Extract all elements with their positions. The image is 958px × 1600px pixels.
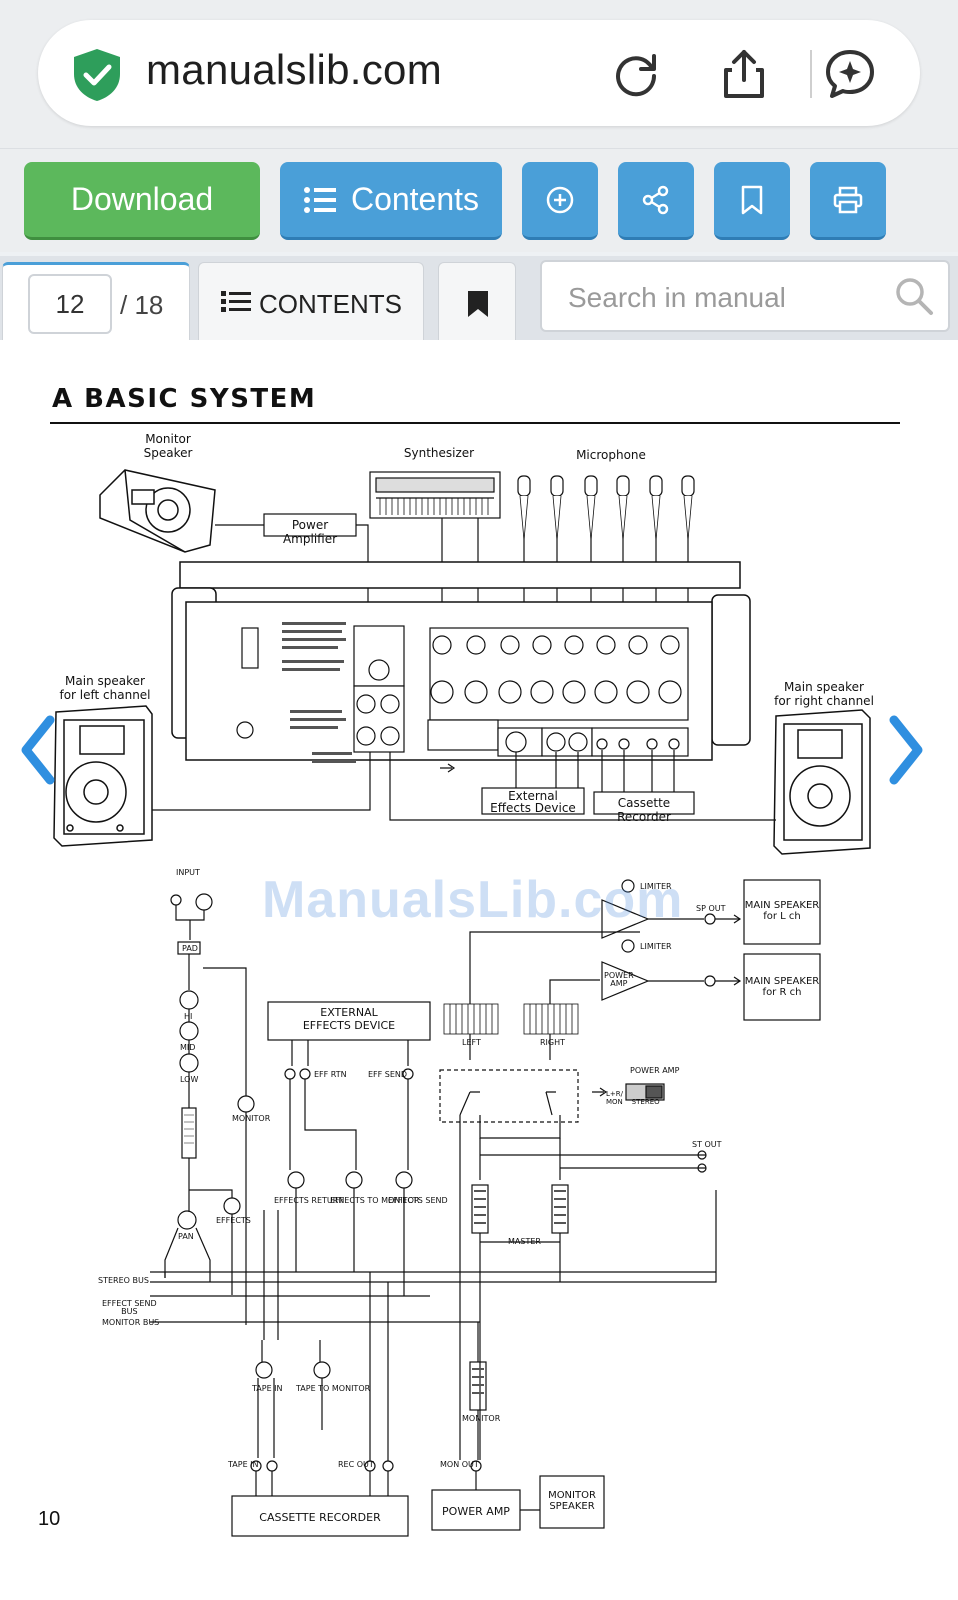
mon-out-label: MON OUT [440, 1460, 479, 1469]
tape-in-knob-label: TAPE IN [252, 1384, 283, 1393]
page-total: / 18 [120, 290, 164, 320]
manual-page: A BASIC SYSTEM [0, 340, 958, 1600]
printer-icon [833, 186, 863, 213]
search-icon[interactable] [894, 276, 934, 316]
download-button[interactable]: Download [24, 162, 260, 240]
monitor-speaker-label: Monitor Speaker [143, 432, 193, 460]
next-page-icon[interactable] [880, 710, 930, 790]
print-button[interactable] [810, 162, 886, 240]
hi-label: HI [184, 1012, 193, 1021]
watermark: ManualsLib.com [262, 871, 684, 929]
limiter-label-l: LIMITER [640, 882, 672, 891]
tab-bookmarks[interactable] [438, 262, 516, 342]
add-button[interactable] [522, 162, 598, 240]
microphones-drawing [517, 475, 695, 632]
power-amp-switch-label: POWER AMP [630, 1066, 680, 1075]
contents-label: Contents [350, 181, 480, 217]
right-eq-label: RIGHT [540, 1038, 566, 1047]
effects-send-label: EFFECTS SEND [388, 1196, 448, 1205]
monitor-knob-label: MONITOR [232, 1114, 271, 1123]
right-speaker-drawing [773, 709, 871, 855]
stereo-arrow [440, 763, 456, 773]
main-speaker-l-label: MAIN SPEAKER for L ch [744, 900, 820, 922]
page-number: 10 [38, 1508, 61, 1530]
assistant-chat-icon[interactable] [822, 46, 878, 102]
contents-tab-label: CONTENTS [259, 289, 402, 319]
rec-out-label: REC OUT [338, 1460, 374, 1469]
bookmark-filled-icon [468, 291, 488, 317]
input-label: INPUT [176, 868, 200, 877]
master-label: MASTER [508, 1237, 541, 1246]
ext-effects-device-label: EXTERNAL EFFECTS DEVICE [302, 1006, 396, 1032]
url-text[interactable]: manualslib.com [146, 46, 442, 93]
pan-label: PAN [178, 1232, 194, 1241]
main-right-label: Main speaker for right channel [774, 680, 874, 708]
external-effects-box [481, 787, 585, 815]
basic-system-illustration [53, 469, 871, 855]
synthesizer-drawing [369, 471, 501, 519]
share-icon[interactable] [716, 46, 772, 102]
effect-send-bus-label: EFFECT SEND BUS [102, 1299, 157, 1316]
bookmark-button[interactable] [714, 162, 790, 240]
mid-label: MID [180, 1043, 196, 1052]
plus-circle-icon [546, 186, 574, 213]
contents-button[interactable]: Contents [280, 162, 502, 240]
reload-icon[interactable] [608, 46, 664, 102]
microphone-label: Microphone [576, 448, 646, 462]
previous-page-icon[interactable] [14, 710, 64, 790]
low-label: LOW [180, 1075, 199, 1084]
main-left-label: Main speaker for left channel [59, 674, 151, 702]
page-title: A BASIC SYSTEM [52, 384, 317, 414]
cassette-recorder-box [593, 791, 695, 815]
bookmark-outline-icon [741, 185, 763, 214]
shield-check-icon [74, 49, 120, 101]
tape-in-jack-label: TAPE IN [228, 1460, 259, 1469]
mixer-panel-text [282, 622, 356, 763]
left-eq-label: LEFT [462, 1038, 481, 1047]
left-speaker-drawing [53, 705, 153, 847]
limiter-label-r: LIMITER [640, 942, 672, 951]
search-input[interactable]: Search in manual [540, 260, 950, 332]
monitor-speaker-drawing [99, 469, 216, 553]
eff-send-label: EFF SEND [368, 1070, 408, 1079]
list-icon [221, 291, 251, 312]
pad-label: PAD [182, 944, 198, 953]
toolbar-separator [810, 50, 812, 98]
mon-stereo-label: L+R/ MON STEREO [606, 1090, 660, 1106]
external-effects-label: External Effects Device [490, 789, 576, 815]
browser-chrome: manualslib.com [0, 0, 958, 148]
share-button[interactable] [618, 162, 694, 240]
power-amp-box-label: POWER AMP [442, 1505, 510, 1518]
block-fader-marks [472, 1190, 566, 1394]
stereo-bus-label: STEREO BUS [98, 1276, 149, 1285]
list-icon [303, 186, 336, 213]
main-speaker-r-label: MAIN SPEAKER for R ch [744, 976, 820, 998]
monitor-bus-label: MONITOR BUS [102, 1318, 160, 1327]
share-nodes-icon [642, 185, 669, 214]
tab-contents[interactable]: CONTENTS [198, 262, 424, 342]
synthesizer-label: Synthesizer [403, 446, 475, 460]
mixer-jacks [356, 635, 682, 753]
effects-to-monitor-label: EFFECTS TO MONITOR [330, 1196, 420, 1205]
effects-knob-label: EFFECTS [216, 1216, 251, 1225]
eff-rtn-label: EFF RTN [314, 1070, 347, 1079]
power-amplifier-label: Power Amplifier [282, 518, 338, 546]
effects-return-label: EFFECTS RETURN [274, 1196, 345, 1205]
st-out-label: ST OUT [692, 1140, 722, 1149]
monitor-fader-label: MONITOR [462, 1414, 501, 1423]
tape-to-monitor-label: TAPE TO MONITOR [296, 1384, 371, 1393]
cassette-recorder-label: Cassette Recorder [617, 796, 671, 824]
address-bar[interactable] [38, 20, 920, 126]
title-rule [50, 422, 900, 424]
sp-out-label: SP OUT [696, 904, 726, 913]
search-placeholder: Search in manual [568, 282, 786, 313]
page-number-input[interactable]: 12 [28, 274, 112, 334]
download-label: Download [70, 181, 214, 217]
cassette-recorder-box-label: CASSETTE RECORDER [259, 1511, 381, 1524]
block-diagram [150, 879, 821, 1537]
power-amp-label: POWER AMP [604, 971, 634, 988]
monitor-speaker-box-label: MONITOR SPEAKER [548, 1490, 596, 1512]
